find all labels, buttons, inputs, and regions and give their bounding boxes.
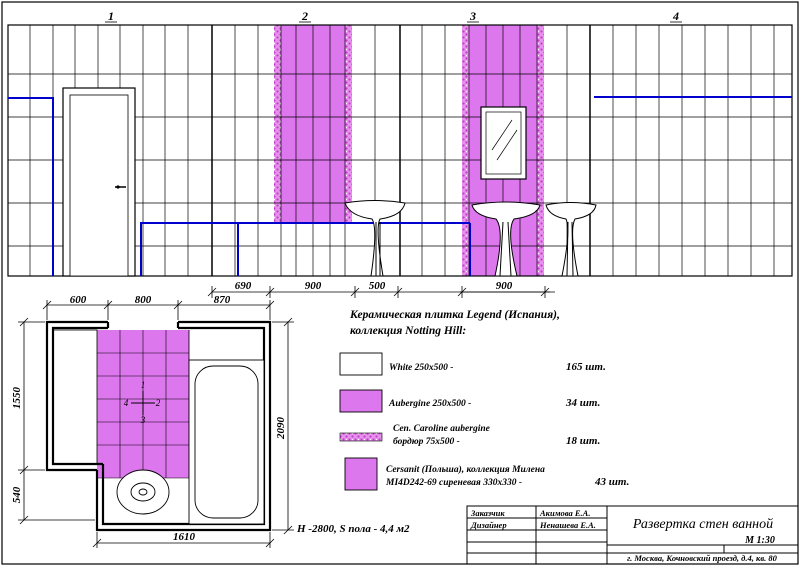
washbasin-wall4 <box>545 202 597 277</box>
dim-500: 500 <box>369 280 386 292</box>
swatch-aubergine <box>339 389 383 413</box>
swatch-white <box>339 352 383 376</box>
title-block-title: Развертка стен ванной <box>632 517 773 532</box>
wall-label-3: 3 <box>469 9 476 23</box>
plan-dimensions <box>18 300 294 548</box>
dim-900-wall3: 900 <box>496 280 513 292</box>
legend-item-4-name2: MI4D242-69 сиреневая 330x330 - <box>385 478 522 488</box>
title-block-designer-value: Ненашева Е.А. <box>539 520 596 530</box>
legend-item-3-name2: бордюр 75x500 - <box>393 436 460 447</box>
legend-item-2-name: Aubergine 250x500 - <box>388 399 471 409</box>
swatch-border <box>339 432 383 442</box>
dim-690: 690 <box>235 280 252 292</box>
mirror <box>480 106 527 180</box>
wall3-border-right <box>537 25 544 276</box>
door <box>62 87 136 277</box>
legend-item-3-count: 18 шт. <box>566 435 600 447</box>
title-block-client-label: Заказчик <box>470 508 505 518</box>
swatch-cersanit <box>344 457 378 491</box>
plan-cabinet <box>52 329 98 465</box>
legend-item-2-count: 34 шт. <box>565 397 600 409</box>
plan-dim-1550: 1550 <box>11 387 23 410</box>
wall-label-4: 4 <box>672 9 679 23</box>
title-block-scale: М 1:30 <box>744 535 775 546</box>
title-block-address: г. Москва, Кочновский проезд, д.4, кв. 8… <box>627 553 778 563</box>
wall-label-2: 2 <box>301 9 308 23</box>
wall-elevations: 1 2 3 4 <box>7 9 793 277</box>
legend-item-4-count: 43 шт. <box>594 476 629 488</box>
title-block-designer-label: Дизайнер <box>470 520 507 530</box>
plan-mark-4: 4 <box>124 398 129 408</box>
floor-plan: 1 2 3 4 <box>45 320 272 532</box>
washbasin-wall2 <box>344 200 406 277</box>
plan-dim-540: 540 <box>11 486 23 503</box>
plan-dim-800: 800 <box>135 294 152 306</box>
legend-item-4-name: Cersanit (Польша), коллекция Милена <box>386 464 545 475</box>
wall2-border-left <box>274 25 281 223</box>
legend-title-line2: коллекция Notting Hill: <box>350 325 466 337</box>
washbasin-wall3 <box>471 201 541 277</box>
plan-mark-2: 2 <box>156 398 161 408</box>
plan-dim-1610: 1610 <box>173 531 196 543</box>
plan-dim-870: 870 <box>214 294 231 306</box>
legend-title-line1: Керамическая плитка Legend (Испания), <box>349 309 560 321</box>
wall3-border-left <box>462 25 469 276</box>
plan-basin <box>116 469 170 515</box>
legend-item-1-name: White 250x500 - <box>389 363 453 373</box>
legend: Керамическая плитка Legend (Испания), ко… <box>339 309 629 491</box>
plan-bathtub <box>188 330 265 525</box>
plan-note: H -2800, S пола - 4,4 м2 <box>296 523 410 535</box>
elevation-dimensions <box>207 286 555 298</box>
blue-pipe-lines <box>8 96 792 276</box>
title-block-client-value: Акимова Е.А. <box>539 508 590 518</box>
dim-900-wall2: 900 <box>305 280 322 292</box>
legend-item-1-count: 165 шт. <box>566 361 606 373</box>
legend-item-3-name: Cen. Caroline aubergine <box>393 424 491 434</box>
plan-mark-1: 1 <box>141 380 146 390</box>
plan-mark-3: 3 <box>140 415 146 425</box>
plan-dim-2090: 2090 <box>275 417 287 441</box>
wall2-border-right <box>345 25 352 223</box>
title-block <box>466 505 799 565</box>
wall-label-1: 1 <box>108 9 114 23</box>
plan-dim-600: 600 <box>70 294 87 306</box>
